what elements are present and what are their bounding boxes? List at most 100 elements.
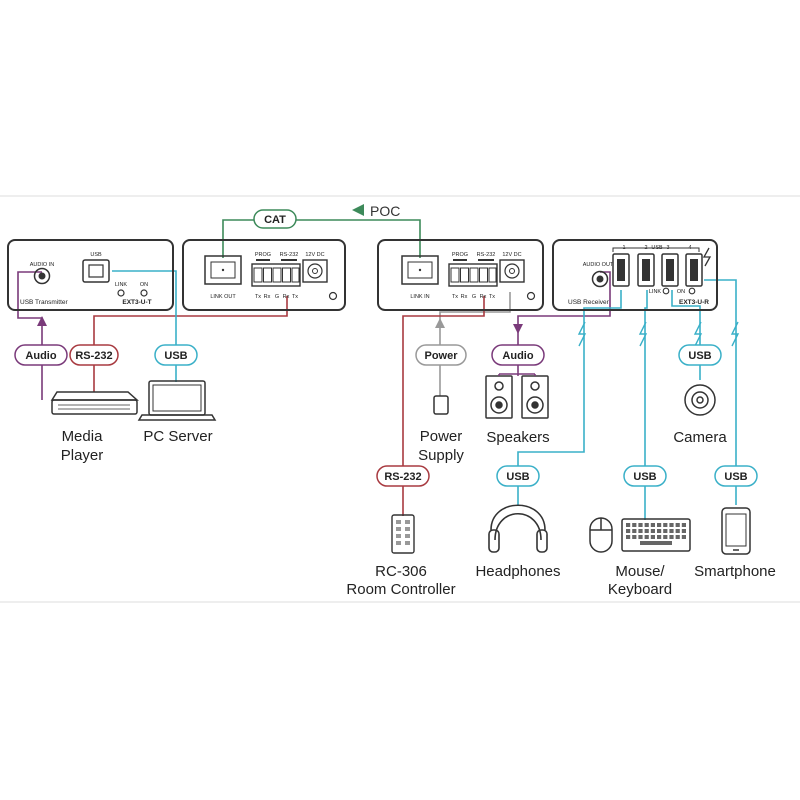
tx-pin-1: Tx — [255, 294, 261, 300]
headphones-usb-pill: USB — [496, 465, 540, 487]
poc-arrow — [352, 204, 364, 216]
keyboard-key — [632, 529, 637, 533]
audio-in-jack-core — [38, 272, 46, 280]
tx-usb-pill: USB — [154, 344, 198, 366]
power-supply-caption-2: Supply — [418, 447, 464, 464]
rx-link-in-label: LINK IN — [410, 294, 429, 300]
tx-audio-pill-label: Audio — [25, 350, 56, 362]
lightning-icon — [693, 321, 703, 347]
tx-link-label: LINK — [115, 282, 128, 288]
laptop-icon — [137, 380, 217, 421]
usb-port3-line — [671, 290, 701, 380]
rx-pin-1: Tx — [452, 294, 458, 300]
usb-port4-line — [704, 279, 737, 505]
power-supply-icon — [433, 395, 449, 415]
rj45-port — [204, 255, 242, 285]
tx-audio-arrow — [37, 316, 47, 326]
tx-pin-5: Tx — [292, 294, 298, 300]
keyboard-key — [650, 529, 655, 533]
usb-a-port-2 — [637, 253, 655, 287]
transmitter-rear-panel: AUDIO IN USB LINK ON USB Transmitter EXT… — [7, 239, 174, 311]
tx-model-label: EXT3-U-T — [122, 299, 151, 306]
room-controller-caption-1: RC-306 — [375, 563, 427, 580]
usb-a-port-1 — [612, 253, 630, 287]
headphones-icon — [488, 504, 548, 553]
rx-rs232-line — [402, 296, 485, 516]
keyboard-key — [669, 523, 674, 527]
keyboard-key — [638, 535, 643, 539]
keyboard-key — [644, 529, 649, 533]
lightning-icon — [702, 247, 712, 267]
ground-screw-icon — [526, 291, 536, 301]
ground-screw-icon — [328, 291, 338, 301]
keyboard-key — [626, 529, 631, 533]
usb-b-port — [82, 259, 110, 283]
rx-power-label: 12V DC — [502, 252, 521, 258]
tx-rs232-pill-label: RS-232 — [75, 350, 112, 362]
receiver-rear-panel: AUDIO OUT USB Receiver 1 2 USB 3 4 LINK … — [552, 239, 718, 311]
media-player-caption-2: Player — [61, 447, 104, 464]
terminal-block — [251, 263, 301, 287]
tx-audio-pill: Audio — [14, 344, 68, 366]
rx-model-label: EXT3-U-R — [679, 299, 709, 306]
rx-pin-3: G — [472, 294, 476, 300]
keyboard-key — [626, 535, 631, 539]
rx-name-label: USB Receiver — [568, 299, 610, 306]
smartphone-icon — [721, 507, 751, 555]
keyboard-key — [681, 523, 686, 527]
tx-prog-label: PROG — [255, 252, 271, 258]
rx-audio-pill: Audio — [491, 344, 545, 366]
power-supply-caption-1: Power — [420, 428, 463, 445]
keyboard-key — [657, 529, 662, 533]
keyboard-key — [669, 535, 674, 539]
lightning-icon — [730, 321, 740, 347]
smartphone-usb-pill-label: USB — [724, 471, 747, 483]
smartphone-caption: Smartphone — [694, 563, 776, 580]
camera-usb-pill: USB — [678, 344, 722, 366]
room-controller-icon — [391, 514, 415, 554]
usb-a-port-4 — [685, 253, 703, 287]
rj45-port — [401, 255, 439, 285]
tx-audio-line — [17, 271, 43, 400]
dc-power-jack — [499, 259, 525, 283]
rc-rs232-pill-label: RS-232 — [384, 471, 421, 483]
rx-pin-4: Rx — [480, 294, 487, 300]
tx-usb-pill-label: USB — [164, 350, 187, 362]
keyboard-spacebar — [640, 541, 672, 545]
mouse-icon — [589, 517, 613, 553]
tx-pin-2: Rx — [264, 294, 271, 300]
headphones-usb-pill-label: USB — [506, 471, 529, 483]
rx-rs232-label: RS-232 — [477, 252, 496, 258]
smartphone-usb-pill: USB — [714, 465, 758, 487]
keyboard-key — [657, 535, 662, 539]
keyboard-usb-pill: USB — [623, 465, 667, 487]
usb-a-port-3 — [661, 253, 679, 287]
power-pill: Power — [415, 344, 467, 366]
rx-audio-pill-label: Audio — [502, 350, 533, 362]
tx-link-out-label: LINK OUT — [210, 294, 236, 300]
tx-usb-label: USB — [90, 252, 102, 258]
power-arrow — [435, 318, 445, 328]
rx-on-label: ON — [677, 289, 685, 295]
rx-audio-arrow — [513, 324, 523, 334]
room-controller-caption-2: Room Controller — [346, 581, 455, 598]
on-led — [140, 289, 148, 297]
keyboard-key — [681, 529, 686, 533]
keyboard-key — [626, 523, 631, 527]
media-player-icon — [50, 391, 139, 415]
keyboard-key — [638, 523, 643, 527]
rx-link-label: LINK — [649, 289, 662, 295]
keyboard-icon — [621, 518, 691, 552]
poc-label: POC — [370, 203, 400, 219]
pc-server-caption: PC Server — [143, 428, 212, 445]
cat-label: CAT — [264, 214, 286, 226]
tx-name-label: USB Transmitter — [20, 299, 69, 306]
usb-b-port-inner — [88, 264, 104, 278]
speakers-icon — [485, 372, 549, 419]
cat-pill: CAT — [253, 209, 297, 229]
lightning-icon — [577, 321, 587, 347]
keyboard-key — [650, 535, 655, 539]
headphones-caption: Headphones — [475, 563, 560, 580]
speakers-caption: Speakers — [486, 429, 549, 446]
